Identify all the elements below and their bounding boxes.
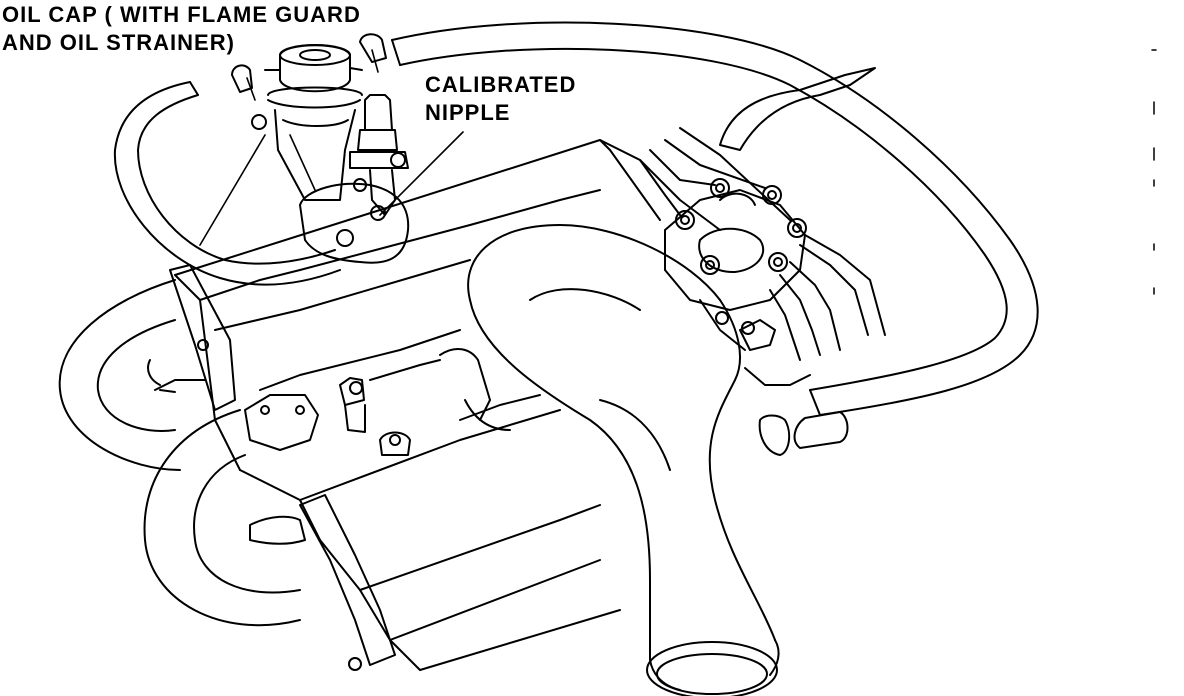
clamp-arrow-1 (247, 78, 255, 100)
left-breather-hose (115, 82, 340, 285)
filler-base-plate (300, 179, 408, 263)
left-manifold-tubes (60, 280, 305, 625)
nipple-leader (380, 132, 463, 215)
lower-flange (300, 495, 395, 670)
calibrated-nipple-label-line2: NIPPLE (425, 100, 511, 125)
crankcase-body (148, 140, 720, 670)
oil-cap-leader-2 (290, 135, 315, 190)
calibrated-nipple (350, 95, 408, 220)
center-intake-elbow (468, 225, 778, 696)
clamp-arrow-2 (372, 50, 378, 72)
hose-clamps (232, 34, 386, 129)
front-flange (170, 265, 235, 410)
edge-marks (1152, 50, 1156, 294)
leader-lines (200, 50, 463, 245)
oil-filler-neck (265, 45, 362, 200)
distributor-fittings (676, 179, 806, 334)
oil-cap-label-line1: OIL CAP ( WITH FLAME GUARD (2, 2, 361, 27)
oil-cap-label-line2: AND OIL STRAINER) (2, 30, 235, 55)
oil-cap-leader-1 (200, 135, 265, 245)
lower-manifold-details (245, 349, 540, 455)
calibrated-nipple-label-line1: CALIBRATED (425, 72, 577, 97)
breather-hose-loop (392, 23, 1038, 455)
injector-lines (640, 128, 885, 360)
